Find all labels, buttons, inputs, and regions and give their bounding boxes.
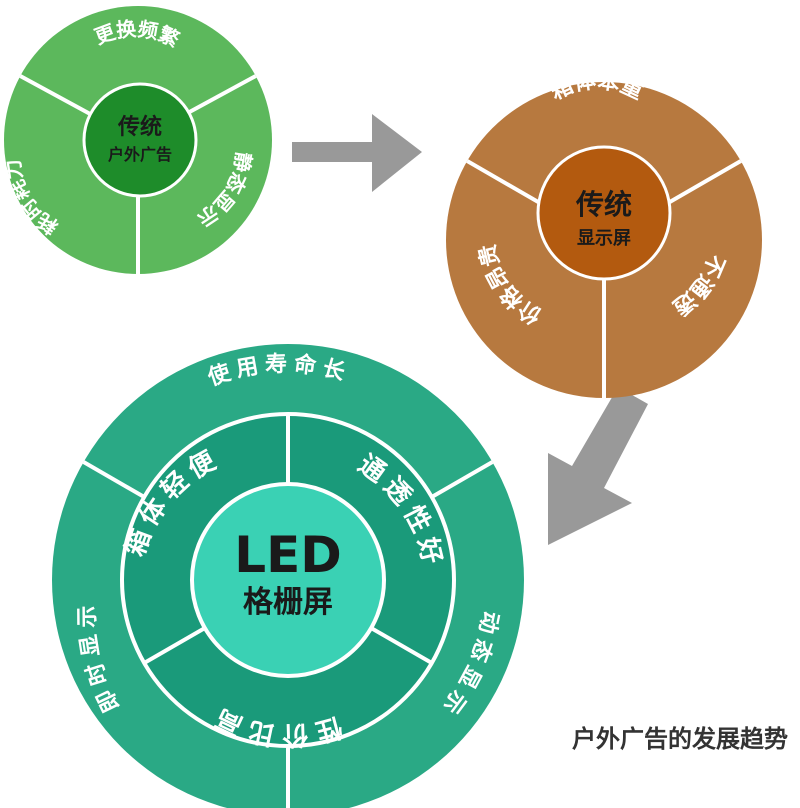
divider-line <box>430 460 494 499</box>
divider-line <box>143 626 206 665</box>
traditional-ads-circle: 更换频繁 静态显示 耗时耗力 传统 户外广告 <box>0 6 272 274</box>
arrow-down-left-icon <box>548 387 648 545</box>
traditional-display-center <box>536 145 672 281</box>
traditional-display-center-subtitle: 显示屏 <box>577 228 631 249</box>
divider-line <box>82 460 146 499</box>
traditional-ads-center-subtitle: 户外广告 <box>108 145 172 164</box>
led-grille-circle: 箱体轻便 通透性好 性价比高 使用寿命长 动态显示 即时显示 LED 格栅屏 <box>52 344 524 808</box>
divider-line <box>370 626 433 665</box>
traditional-display-center-title: 传统 <box>575 188 632 221</box>
led-center <box>190 482 386 678</box>
arrow-right-icon <box>292 114 422 192</box>
caption-text: 户外广告的发展趋势 <box>572 725 788 753</box>
led-center-title: LED <box>234 526 342 584</box>
traditional-ads-center-title: 传统 <box>117 114 162 140</box>
traditional-ads-center <box>82 82 198 198</box>
traditional-display-circle: 箱体笨重 不通透 价格昂贵 传统 显示屏 <box>446 67 762 398</box>
led-center-subtitle: 格栅屏 <box>243 585 333 620</box>
